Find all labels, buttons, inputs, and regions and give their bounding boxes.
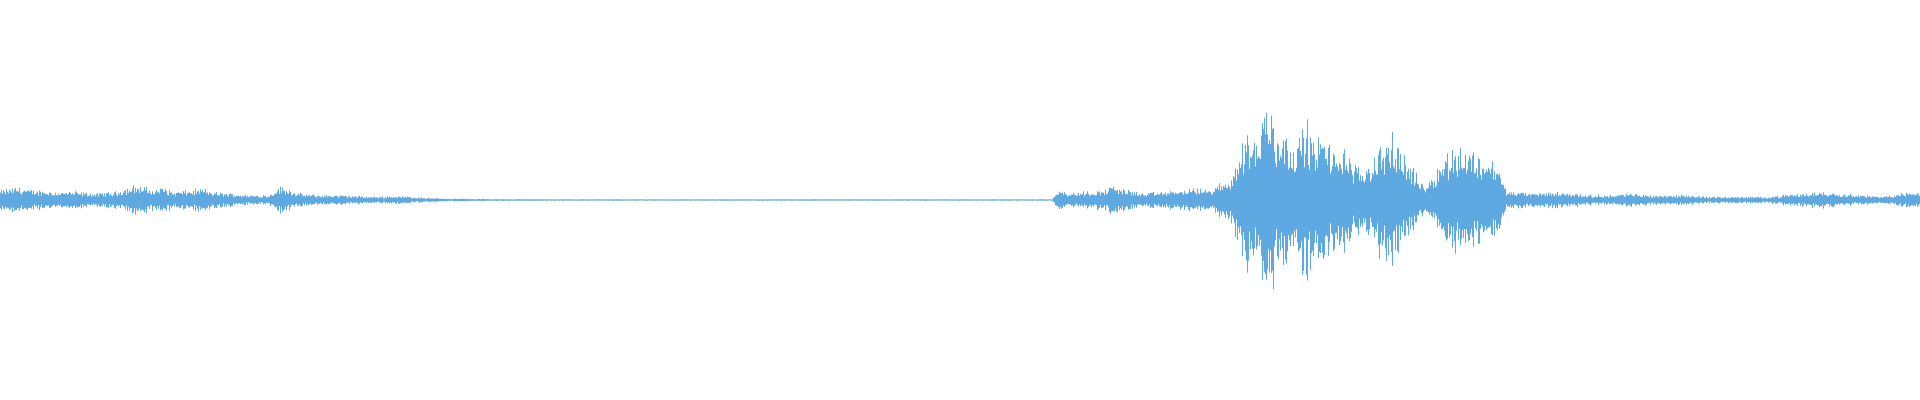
waveform-bars <box>0 112 1920 289</box>
